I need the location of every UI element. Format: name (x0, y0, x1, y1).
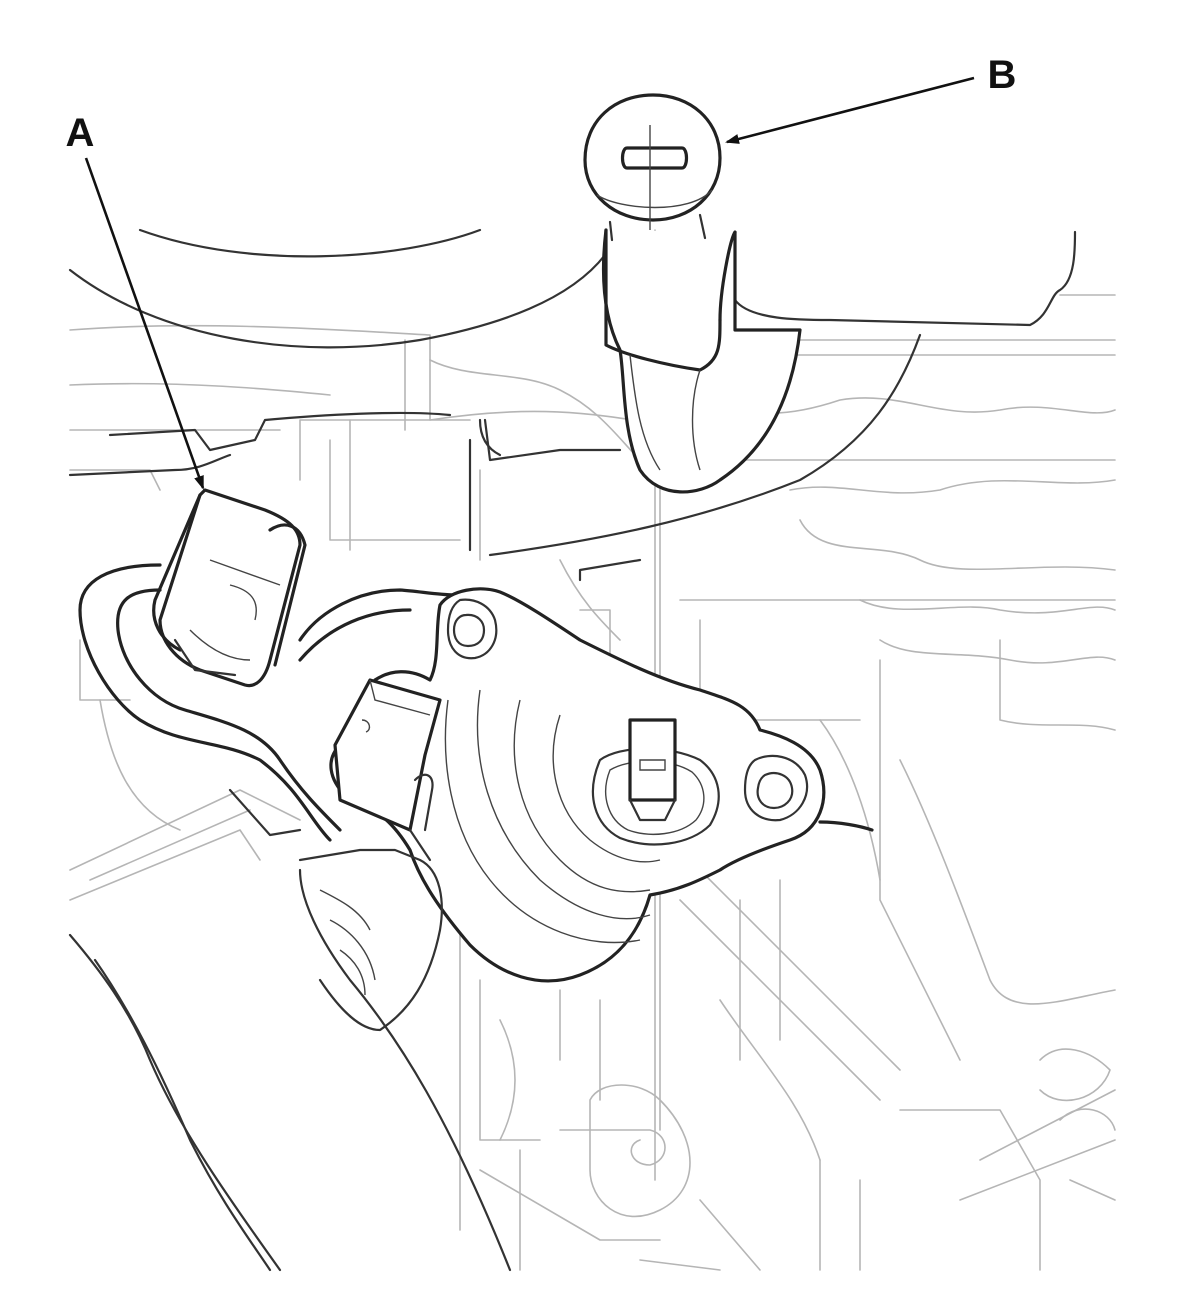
range-sensor (329, 587, 826, 983)
callout-b-label: B (988, 53, 1017, 97)
upper-housing-outline (68, 228, 1077, 582)
callout-a-leader-arrow (84, 157, 205, 490)
dipstick-b (583, 93, 802, 494)
wiring-harness (78, 563, 874, 842)
callout-a-label: A (66, 111, 95, 155)
lower-bracket (68, 788, 512, 1272)
connector-a (152, 488, 307, 688)
callout-a: A (66, 111, 205, 490)
callout-b-leader-arrow (725, 76, 975, 144)
callout-b: B (725, 53, 1017, 144)
